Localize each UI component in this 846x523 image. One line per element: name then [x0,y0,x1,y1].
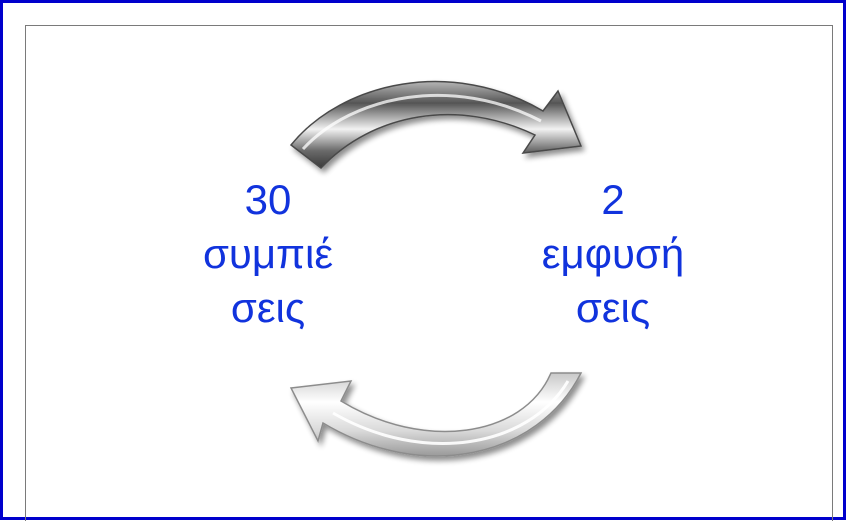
compressions-text-line1: συμπιέ [168,227,368,281]
breaths-text-line1: εμφυσή [503,227,723,281]
breaths-count: 2 [503,173,723,227]
curved-arrow-right-icon [291,82,581,168]
breaths-label: 2 εμφυσή σεις [503,173,723,335]
compressions-count: 30 [168,173,368,227]
compressions-label: 30 συμπιέ σεις [168,173,368,335]
curved-arrow-left-icon [291,373,581,456]
breaths-text-line2: σεις [503,281,723,335]
compressions-text-line2: σεις [168,281,368,335]
